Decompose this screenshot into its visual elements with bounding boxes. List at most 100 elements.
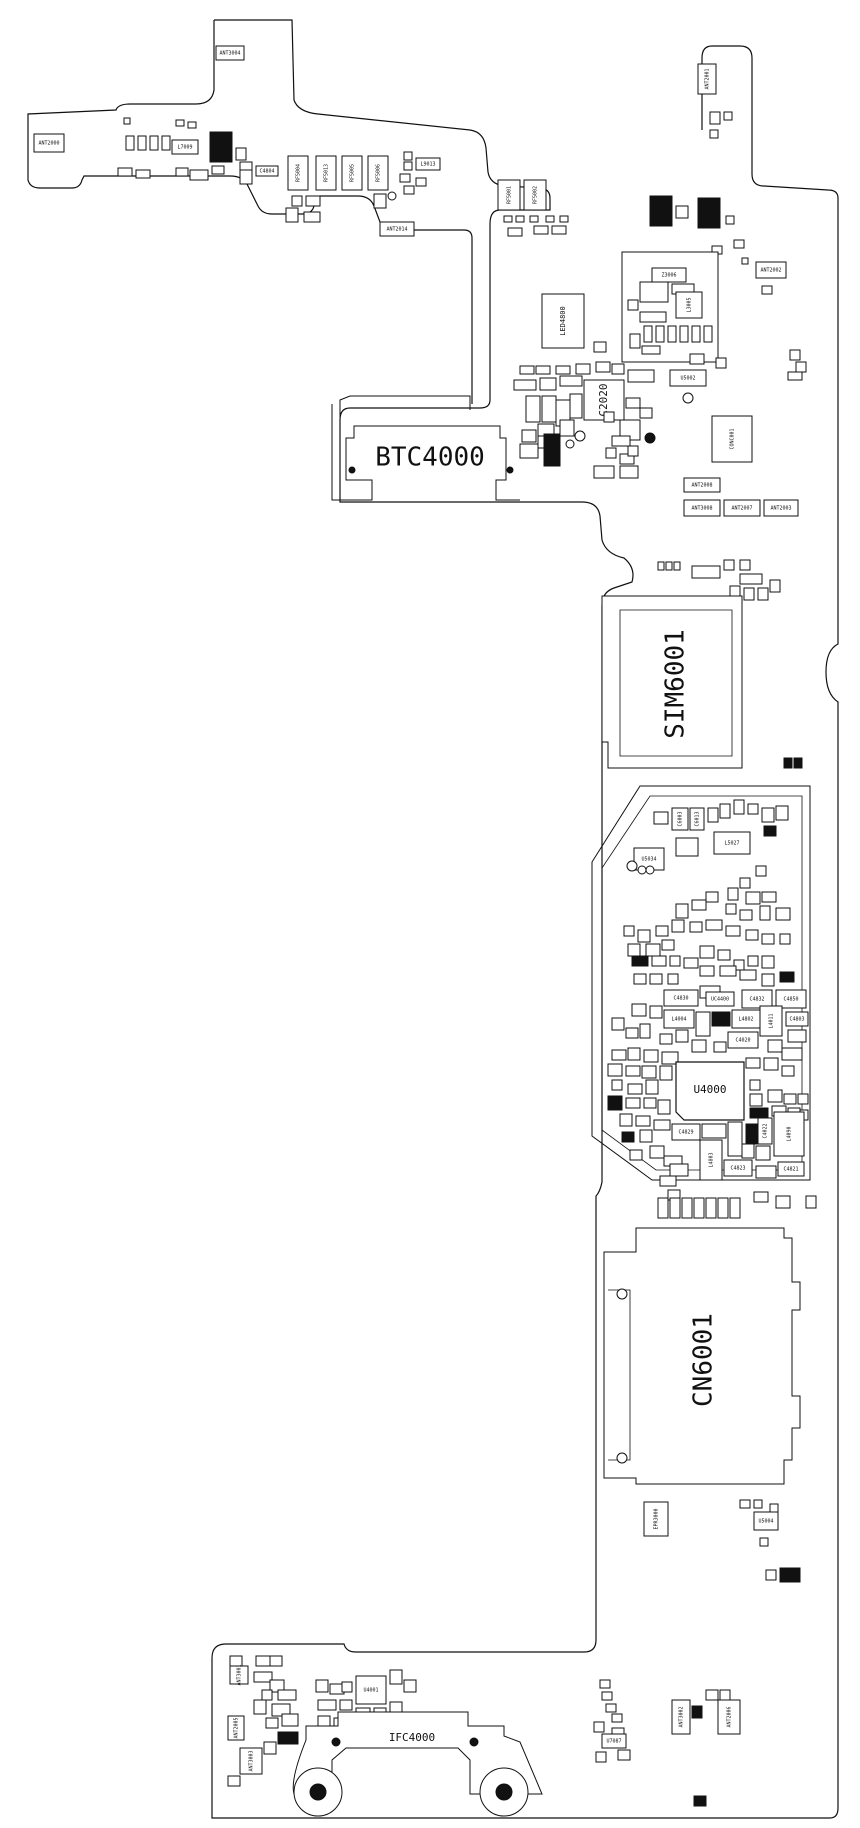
smd-l4 [639,311,667,323]
black-component-1 [209,131,233,163]
smd-l10 [703,325,713,343]
smd-u40 [705,919,723,931]
smd-rb1 [599,1679,611,1689]
smd-b4 [253,1671,273,1683]
z3006-body [651,267,687,283]
smd-u86 [641,1065,657,1079]
u7087-label: U7087 [606,1739,621,1745]
epr-body [643,1501,669,1537]
black-component-4 [543,433,561,467]
smd-u51 [683,957,699,969]
smd-u4y [671,919,685,933]
black-component-5 [745,1123,759,1145]
smd-x [415,177,427,187]
c4804-body [255,165,279,177]
smd-l11 [629,333,641,349]
smd-u93 [645,1079,659,1095]
u4001-body [355,1675,387,1705]
c4022-body [757,1117,773,1145]
ant2001-body [697,63,717,95]
smd-u99 [749,1093,763,1107]
smd-u63 [649,973,663,985]
smd-rb12 [693,1795,707,1807]
smd-tr4 [675,205,689,219]
smd-u5 [787,371,803,381]
ant2014-label: ANT2014 [386,227,407,233]
smd-c2 [535,365,551,375]
smd-rb10 [705,1689,719,1701]
smd-u4r [725,903,737,915]
smd-u47 [661,939,675,951]
smd-e4 [759,1537,769,1547]
btc-label: BTC4000 [375,443,485,473]
smd-u64 [633,973,647,985]
smd-u [403,161,413,171]
smd-u4g [775,805,789,821]
btc-mount-hole-right [506,466,514,474]
u5034-label: U5034 [641,857,656,863]
uc4400-body [705,991,735,1007]
rf5013-label: RF5013 [324,164,330,182]
smd-tr8 [741,257,749,265]
smd-u108 [635,1115,651,1127]
sim-frame [601,595,743,769]
smd-b21 [403,1679,417,1693]
smd-u4o [675,903,689,919]
smd-u97 [657,1099,671,1115]
smd-c12 [541,395,557,423]
smd-u90 [781,1065,795,1077]
smd-z6 [533,225,549,235]
via-u5002 [682,392,694,404]
smd-c4 [575,363,591,375]
smd-e1 [739,1499,751,1509]
smd-u117 [755,1145,771,1161]
smd-u89 [763,1057,779,1071]
smd-tr6 [733,239,745,249]
ant3002-label: ANT3002 [679,1706,685,1727]
ant2000-body [33,133,65,153]
smd-u88 [745,1057,761,1069]
smd-c15 [521,429,537,443]
u5004-label: U5004 [758,1519,773,1525]
ant3002-body [671,1699,691,1735]
smd-z2 [515,215,525,223]
l3005-body [675,291,703,319]
rf5002-body [523,179,547,211]
smd-c18 [559,419,575,437]
rf5013-body [315,155,337,191]
l4090-body [773,1111,805,1157]
smd-c11 [525,395,541,423]
smd-z3 [529,215,539,223]
smd-e2 [753,1499,763,1509]
smd-s1 [657,561,665,571]
smd-s4 [691,565,721,579]
ifc-frame [292,1711,543,1795]
smd-rb5 [593,1721,605,1733]
black-component-6 [779,1567,801,1583]
smd-u4z [689,921,703,933]
smd-u114 [649,1145,665,1159]
smd-u102 [783,1093,797,1105]
c4821-label: C4821 [783,1167,798,1173]
board-outline-top-left [27,20,473,404]
smd-l1 [639,281,669,303]
l5027-body [713,831,751,855]
smd-u4c [719,803,731,819]
smd-u4q [761,891,777,903]
smd-c27 [593,465,615,479]
smd-b13 [263,1741,277,1755]
smd-b19 [339,1699,353,1711]
pad-1 [669,1197,681,1219]
ant2002-label: ANT2002 [760,268,781,274]
smd-u3 [789,349,801,361]
smd-c26 [603,411,615,423]
c4803-body [785,1011,809,1027]
conc-body [711,415,753,463]
smd-c23 [605,447,617,459]
smd-u98 [749,1079,761,1091]
u4001-label: U4001 [363,1688,378,1694]
smd-u73 [659,1033,673,1045]
c4823-body [723,1159,753,1177]
smd-u43 [761,933,775,945]
smd-c28 [619,465,639,479]
